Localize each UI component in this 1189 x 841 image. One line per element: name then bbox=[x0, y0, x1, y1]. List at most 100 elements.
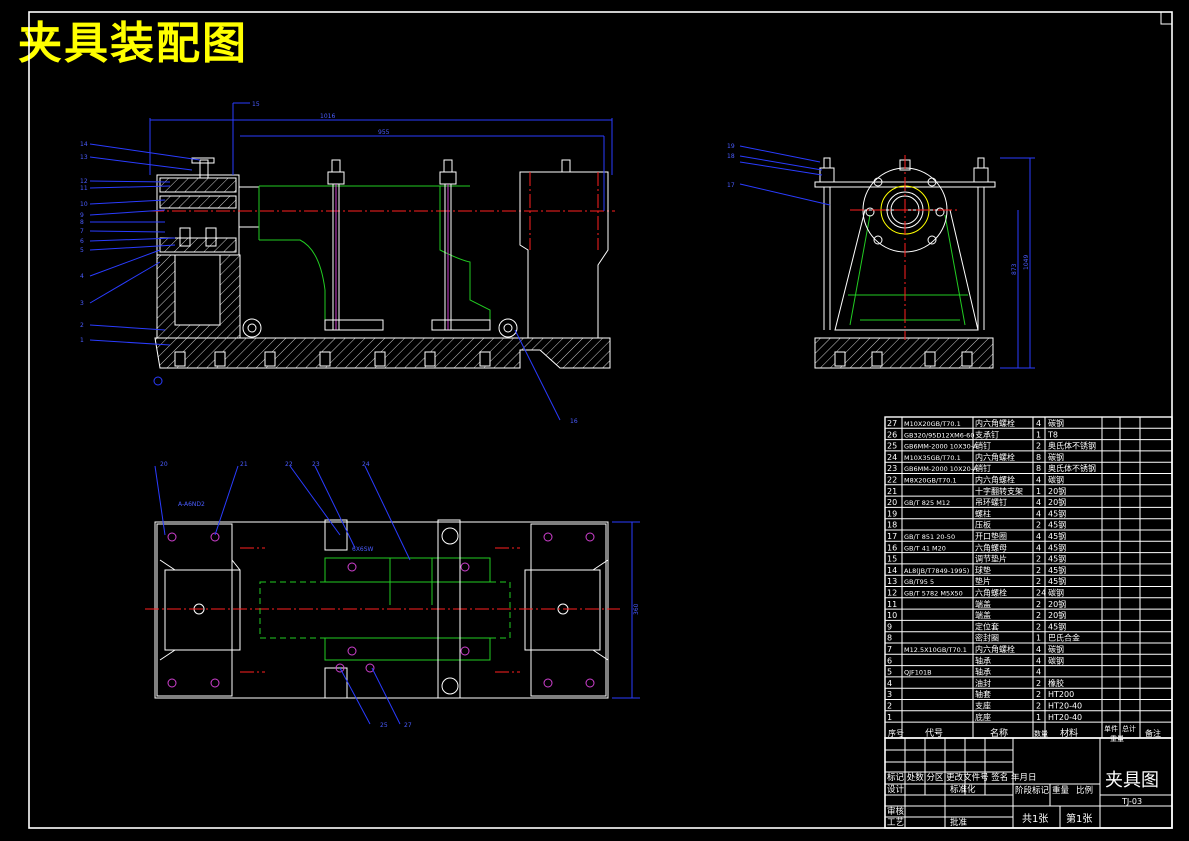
bom-no: 11 bbox=[887, 600, 897, 609]
bom-head-unit: 单件 bbox=[1104, 724, 1118, 733]
tb-weight: 重量 bbox=[1052, 785, 1070, 796]
corner-mark bbox=[1160, 12, 1172, 25]
side-left-callouts: 19 18 17 bbox=[727, 143, 735, 189]
tb-std: 标准化 bbox=[950, 784, 976, 795]
bom-name: 油封 bbox=[975, 678, 991, 688]
bom-qty: 4 bbox=[1036, 419, 1041, 428]
bom-material: 碳钢 bbox=[1048, 655, 1064, 665]
tb-review: 审核 bbox=[887, 806, 905, 817]
note-a: A-A6ND2 bbox=[178, 501, 205, 508]
bom-code: GB/T 825 M12 bbox=[904, 499, 950, 507]
tb-stage: 阶段标记 bbox=[1015, 785, 1050, 796]
bom-no: 7 bbox=[887, 645, 892, 654]
front-left-leaders bbox=[89, 143, 201, 346]
callout-27: 27 bbox=[404, 722, 412, 729]
tb-process: 工艺 bbox=[887, 818, 904, 828]
bom-name: 螺柱 bbox=[975, 508, 991, 518]
callout-14: 14 bbox=[80, 141, 88, 148]
callout-15: 15 bbox=[252, 101, 260, 108]
bom-name: 销钉 bbox=[975, 441, 991, 451]
bom-no: 3 bbox=[887, 690, 892, 699]
bom-qty: 4 bbox=[1036, 656, 1041, 665]
bom-qty: 4 bbox=[1036, 476, 1041, 485]
bom-name: 压板 bbox=[975, 520, 991, 530]
dim-side-height: 1049 bbox=[1023, 255, 1030, 270]
bom-material: 奥氏体不锈钢 bbox=[1048, 463, 1096, 473]
lifting-eye-left bbox=[242, 318, 262, 338]
bom-material: 20钢 bbox=[1048, 599, 1066, 609]
bom-name: 轴承 bbox=[975, 667, 991, 677]
bom-name: 十字翻转支架 bbox=[975, 486, 1023, 496]
callout-6: 6 bbox=[80, 238, 84, 245]
bom-qty: 2 bbox=[1036, 577, 1041, 586]
bom-qty: 2 bbox=[1036, 600, 1041, 609]
bom-no: 13 bbox=[887, 577, 897, 586]
bom-no: 20 bbox=[887, 498, 897, 507]
callout-9: 9 bbox=[80, 212, 84, 219]
bom-code: GB6MM-2000 10X20-A bbox=[904, 465, 978, 473]
bom-head-no: 序号 bbox=[888, 728, 904, 738]
bom-material: HT20-40 bbox=[1048, 713, 1082, 722]
bom-head-material: 材料 bbox=[1060, 727, 1078, 739]
bom-name: 轴套 bbox=[975, 689, 991, 699]
bom-name: 吊环螺钉 bbox=[975, 497, 1007, 507]
bom-material: 碳钢 bbox=[1048, 475, 1064, 485]
bom-qty: 1 bbox=[1036, 487, 1041, 496]
callout-19: 19 bbox=[727, 143, 735, 150]
bom-name: 支座 bbox=[975, 701, 991, 711]
plan-bolts bbox=[167, 532, 595, 688]
plan-outline bbox=[154, 521, 609, 699]
callout-17: 17 bbox=[727, 182, 735, 189]
callout-20: 20 bbox=[160, 461, 168, 468]
dim-side-height2: 873 bbox=[1011, 263, 1018, 275]
bom-material: 碳钢 bbox=[1048, 588, 1064, 598]
bom-qty: 24 bbox=[1036, 589, 1046, 598]
bom-qty: 2 bbox=[1036, 611, 1041, 620]
bom-name: 密封圈 bbox=[975, 633, 999, 643]
bom-name: 调节垫片 bbox=[975, 554, 1007, 564]
callout-23: 23 bbox=[312, 461, 320, 468]
callout-10: 10 bbox=[80, 201, 88, 208]
bom-code: M8X20GB/T70.1 bbox=[904, 477, 957, 485]
bom-no: 19 bbox=[887, 509, 897, 518]
bom-qty: 4 bbox=[1036, 532, 1041, 541]
callout-1: 1 bbox=[80, 337, 84, 344]
bom-name: 内六角螺栓 bbox=[975, 452, 1015, 462]
bom-qty: 1 bbox=[1036, 634, 1041, 643]
bom-qty: 8 bbox=[1036, 453, 1041, 462]
bom-no: 14 bbox=[887, 566, 897, 575]
sheet-total: 共1张 bbox=[1022, 813, 1048, 825]
callout-18: 18 bbox=[727, 153, 735, 160]
callout-7: 7 bbox=[80, 228, 84, 235]
lifting-eye-right bbox=[498, 318, 518, 338]
bom-no: 12 bbox=[887, 589, 897, 598]
bom-qty: 4 bbox=[1036, 498, 1041, 507]
note-b: 6X6SW bbox=[352, 546, 374, 553]
bom-qty: 2 bbox=[1036, 566, 1041, 575]
callout-4: 4 bbox=[80, 273, 84, 280]
shaft bbox=[238, 186, 260, 228]
bom-material: 45钢 bbox=[1048, 621, 1066, 631]
bom-material: HT200 bbox=[1048, 690, 1074, 699]
callout-24: 24 bbox=[362, 461, 370, 468]
bom-no: 22 bbox=[887, 476, 897, 485]
